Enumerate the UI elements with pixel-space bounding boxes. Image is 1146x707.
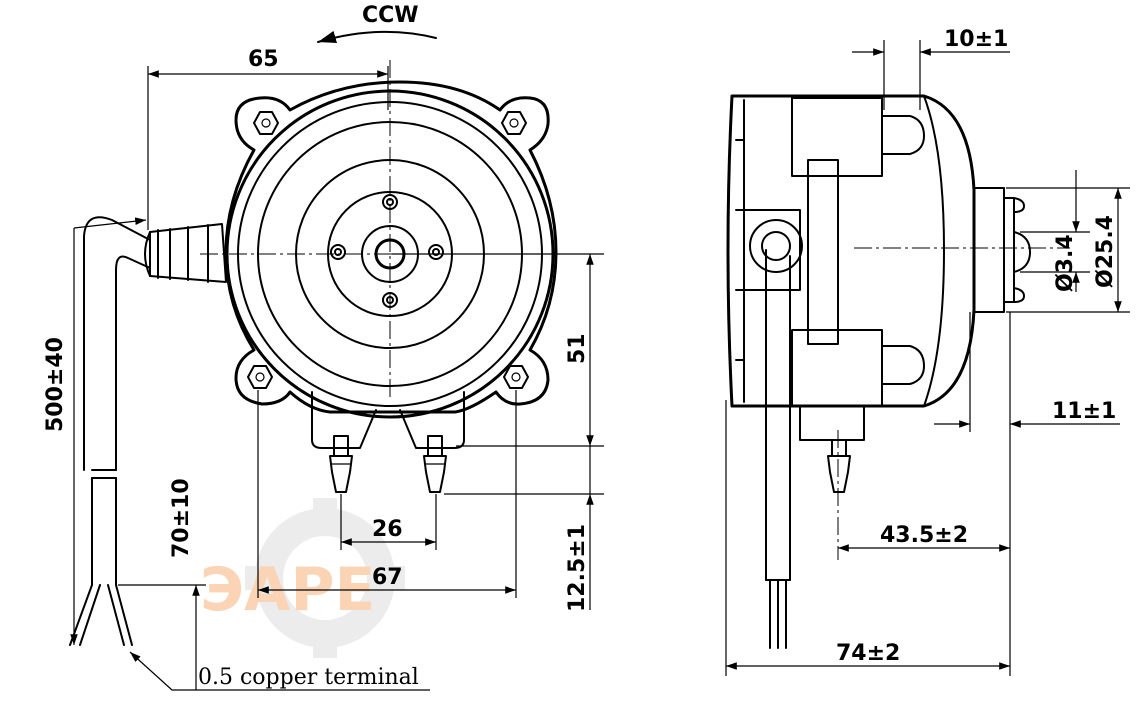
dim-mount-spacing: 67 (372, 565, 403, 590)
dim-boss-dia: Ø25.4 (1093, 215, 1118, 288)
front-dimensions: 65 500±40 70±10 0.5 copper terminal 51 1… (43, 47, 604, 691)
mounting-bolts (247, 111, 529, 389)
note-terminal: 0.5 copper terminal (198, 665, 419, 690)
side-gland-outer (749, 219, 803, 273)
cable-section (91, 477, 117, 586)
dim-side-right: 11±1 (1052, 399, 1116, 424)
dim-terminal-spacing: 26 (372, 517, 403, 542)
dim-overall: 74±2 (836, 641, 900, 666)
motor-housing (224, 80, 558, 414)
side-gland-inner (761, 231, 791, 261)
dim-terminal-length: 12.5±1 (565, 524, 590, 612)
cable-inner (115, 255, 151, 471)
shaft-boss (973, 187, 1005, 313)
side-flange (735, 99, 745, 403)
shaft-collar (1013, 197, 1025, 303)
lead-wire-2 (107, 584, 133, 646)
dim-height-right: 51 (565, 333, 590, 364)
cable-gland (144, 223, 227, 283)
rotation-arrow (317, 30, 437, 44)
cable-break (91, 469, 117, 479)
front-view (69, 60, 590, 646)
side-leads (769, 579, 787, 649)
cable-outer (83, 216, 151, 471)
side-view (726, 94, 1070, 649)
dim-shaft-dia: Ø3.4 (1053, 234, 1078, 292)
dim-shaft-offset: 43.5±2 (880, 523, 968, 548)
side-housing (726, 94, 976, 408)
shaft-boss-step (1003, 197, 1015, 303)
hub-holes (330, 194, 444, 308)
side-terminal-block (799, 405, 865, 441)
side-endbell (923, 95, 945, 407)
bracket-arm (807, 159, 839, 345)
upper-bracket (791, 97, 883, 177)
dim-side-top: 10±1 (944, 27, 1008, 52)
side-terminal-base (831, 439, 847, 457)
side-gland-block (735, 209, 801, 291)
upper-bolt-head (881, 115, 925, 155)
side-cable (765, 249, 791, 581)
side-spade-terminal (827, 455, 851, 493)
shaft-tip (1013, 231, 1031, 273)
lower-bolt-head (881, 345, 925, 385)
dim-cable-length: 500±40 (43, 337, 68, 432)
side-dimensions: 10±1 Ø3.4 Ø25.4 11±1 43.5±2 74±2 (725, 27, 1130, 676)
rotation-label: CCW (362, 3, 419, 28)
lower-bracket (791, 329, 883, 407)
dim-lead-strip: 70±10 (169, 478, 194, 558)
dim-width-top: 65 (248, 47, 279, 72)
